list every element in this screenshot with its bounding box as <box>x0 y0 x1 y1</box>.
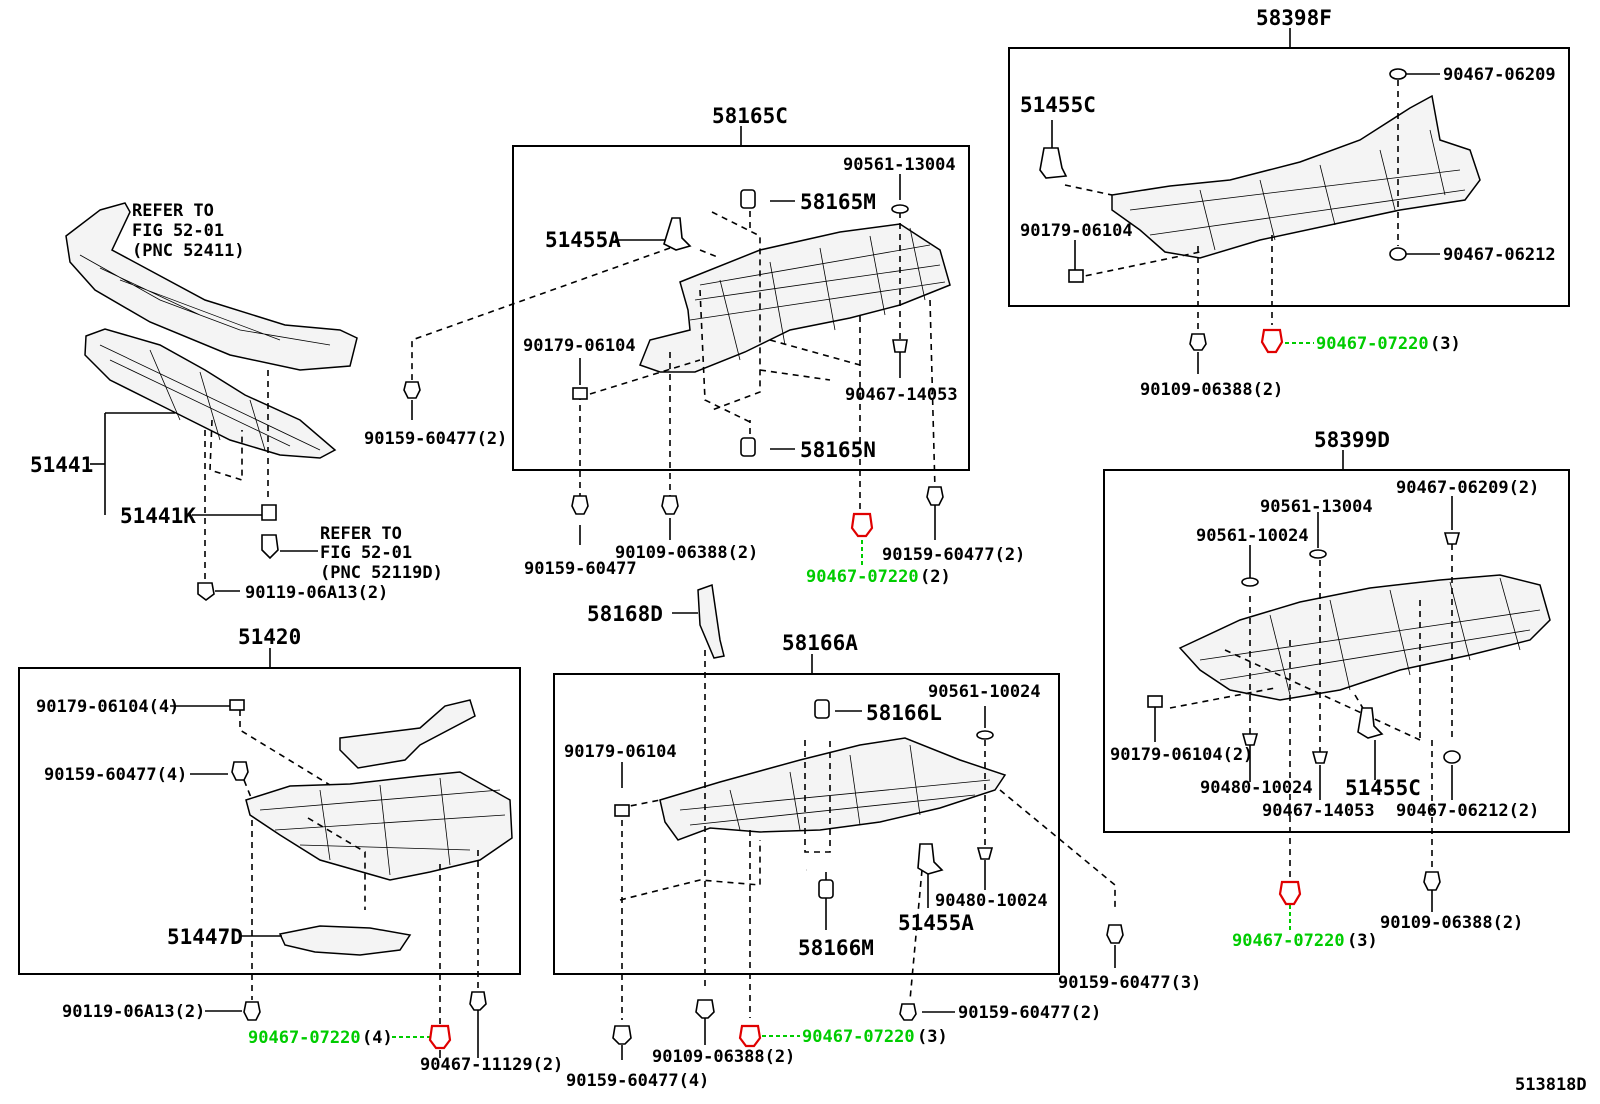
undercover-51420-drawing <box>245 699 513 956</box>
group-title-58166A: 58166A <box>782 631 858 655</box>
label-51455A-b: 51455A <box>898 911 974 935</box>
group-frame-58166A <box>553 673 1060 975</box>
label-58166M: 58166M <box>798 936 874 960</box>
label-90561-13004-b: 90561-13004 <box>1260 497 1373 517</box>
label-qty-4a: (4) <box>362 1028 393 1048</box>
label-90179-06104-b: 90179-06104 <box>1020 221 1133 241</box>
label-90467-07220-d: 90467-07220 <box>248 1028 361 1048</box>
group-frame-58398F <box>1008 47 1570 307</box>
label-refer-to-1: REFER TO <box>132 201 214 221</box>
label-90561-10024-a: 90561-10024 <box>1196 526 1309 546</box>
label-pnc-52411: (PNC 52411) <box>132 241 245 261</box>
fastener-symbols <box>197 68 1461 1050</box>
label-90159-60477-4a: 90159-60477(4) <box>44 765 187 785</box>
label-90109-06388-2c: 90109-06388(2) <box>1380 913 1523 933</box>
label-90467-14053-b: 90467-14053 <box>1262 801 1375 821</box>
label-qty-3a: (3) <box>1430 334 1461 354</box>
bracket-58168D-drawing <box>697 583 725 659</box>
label-90467-06209-a: 90467-06209 <box>1443 65 1556 85</box>
label-58168D: 58168D <box>587 602 663 626</box>
group-frame-58399D <box>1103 469 1570 833</box>
label-90467-07220-a: 90467-07220 <box>806 567 919 587</box>
label-90179-06104-a: 90179-06104 <box>523 336 636 356</box>
label-90159-60477-2c: 90159-60477(2) <box>958 1003 1101 1023</box>
label-90467-11129-2: 90467-11129(2) <box>420 1055 563 1075</box>
label-90119-06A13-2a: 90119-06A13(2) <box>245 583 388 603</box>
label-90467-06209-2: 90467-06209(2) <box>1396 478 1539 498</box>
label-90467-06212-a: 90467-06212 <box>1443 245 1556 265</box>
figure-reference-number: 513818D <box>1515 1075 1587 1095</box>
label-51455C-a: 51455C <box>1020 93 1096 117</box>
label-90467-07220-e: 90467-07220 <box>802 1027 915 1047</box>
group-title-58165C: 58165C <box>712 104 788 128</box>
label-90159-60477-3: 90159-60477(3) <box>1058 973 1201 993</box>
label-90480-10024-b: 90480-10024 <box>935 891 1048 911</box>
label-90109-06388-2a: 90109-06388(2) <box>615 543 758 563</box>
label-qty-3b: (3) <box>1347 931 1378 951</box>
label-90159-60477-2a: 90159-60477(2) <box>364 429 507 449</box>
label-51455A-a: 51455A <box>545 228 621 252</box>
label-qty-3c: (3) <box>917 1027 948 1047</box>
label-refer-to-2: REFER TO <box>320 524 402 544</box>
label-58166L: 58166L <box>866 701 942 725</box>
group-title-58398F: 58398F <box>1256 6 1332 30</box>
group-title-51420: 51420 <box>238 625 301 649</box>
undercover-58166A-drawing <box>659 737 1007 841</box>
label-90467-14053-a: 90467-14053 <box>845 385 958 405</box>
undercover-58399D-drawing <box>1178 574 1551 701</box>
label-90159-60477-2b: 90159-60477(2) <box>882 545 1025 565</box>
label-90179-06104-c: 90179-06104 <box>564 742 677 762</box>
label-51447D: 51447D <box>167 925 243 949</box>
label-51441: 51441 <box>30 453 93 477</box>
solid-leader-lines <box>90 73 1453 1060</box>
label-90159-60477-b: 90159-60477 <box>524 559 637 579</box>
label-58165N: 58165N <box>800 438 876 462</box>
undercover-51441-drawing <box>84 328 337 459</box>
label-fig-52-01-1: FIG 52-01 <box>132 221 224 241</box>
label-51441K: 51441K <box>120 504 196 528</box>
label-90467-07220-c: 90467-07220 <box>1232 931 1345 951</box>
label-90179-06104-4: 90179-06104(4) <box>36 697 179 717</box>
label-90561-10024-b: 90561-10024 <box>928 682 1041 702</box>
bumper-part-drawing <box>65 202 358 371</box>
label-90109-06388-2d: 90109-06388(2) <box>652 1047 795 1067</box>
group-title-58399D: 58399D <box>1314 428 1390 452</box>
label-90467-06212-2: 90467-06212(2) <box>1396 801 1539 821</box>
label-90561-13004-a: 90561-13004 <box>843 155 956 175</box>
label-90467-07220-b: 90467-07220 <box>1316 334 1429 354</box>
undercover-58398F-drawing <box>1111 94 1481 259</box>
label-pnc-52119D: (PNC 52119D) <box>320 563 443 583</box>
label-90179-06104-2: 90179-06104(2) <box>1110 745 1253 765</box>
label-90109-06388-2b: 90109-06388(2) <box>1140 380 1283 400</box>
label-51455C-b: 51455C <box>1345 776 1421 800</box>
label-90480-10024-a: 90480-10024 <box>1200 778 1313 798</box>
dashed-assembly-lines <box>204 80 1453 1030</box>
label-90159-60477-4b: 90159-60477(4) <box>566 1071 709 1091</box>
label-58165M: 58165M <box>800 190 876 214</box>
label-90119-06A13-2b: 90119-06A13(2) <box>62 1002 205 1022</box>
label-fig-52-01-2: FIG 52-01 <box>320 543 412 563</box>
label-qty-2a: (2) <box>920 567 951 587</box>
undercover-58165C-drawing <box>639 223 951 373</box>
